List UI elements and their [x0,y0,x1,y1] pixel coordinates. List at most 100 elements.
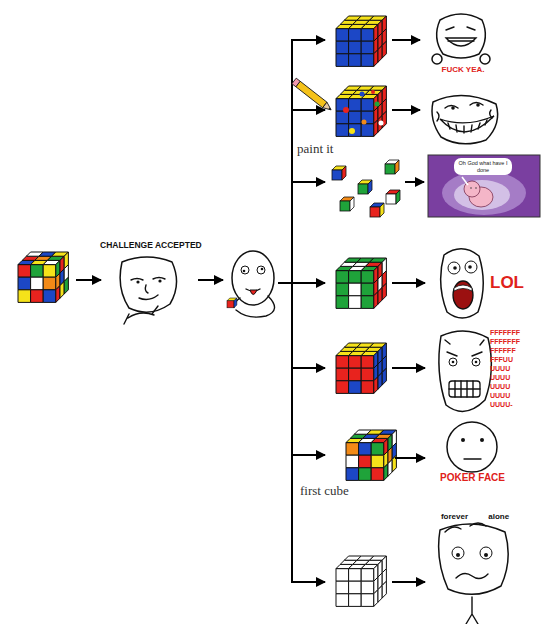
rage-text: FFFFFFF FFFFFFF FFFFFF FFFUU UUUU UUUU U… [490,328,520,409]
yea-face [437,14,486,58]
almost-solved-cube [336,356,374,394]
almost-solved-cube [361,368,374,381]
almost-solved-cube [382,368,386,385]
rage-face [472,358,480,366]
forever-alone-face [484,553,488,557]
exploded-pieces [370,203,384,217]
meme-caption: CHALLENGE ACCEPTED [100,240,198,250]
troll-face [437,110,492,121]
lol-cube [336,271,374,309]
troll-face [432,95,498,143]
poker-face [447,422,497,472]
lol-face [448,262,460,274]
derp-face [232,251,274,305]
flow-arrows [291,39,325,41]
challenge-accepted-face [158,279,161,282]
painted-cube [362,120,367,125]
painted-cube [296,81,327,107]
challenge-accepted-face [124,306,158,324]
painted-cube [371,90,375,94]
lol-cube [374,258,387,308]
flow-arrows [291,181,325,183]
derp-face [227,298,237,308]
flow-arrows [198,279,223,281]
blank-cube [374,556,387,606]
first-cube [346,468,359,481]
exploded-pieces [332,166,346,180]
poker-face [480,438,484,442]
first-cube [346,455,359,468]
flow-arrows [291,40,293,583]
rage-face [452,361,455,364]
painted-cube [343,107,349,113]
first-cube [371,443,384,456]
fetus-panel [470,188,477,189]
forever-alone-panel: forever alone [425,512,525,608]
lol-cube [374,292,378,309]
fetus-panel [428,155,540,217]
fetus-panel [454,180,510,210]
exploded-pieces [340,197,354,211]
scrambled-cube [31,290,44,303]
flow-arrows [291,109,325,111]
first-cube [359,443,372,456]
scrambled-cube [56,286,60,303]
yea-face [448,40,474,41]
troll-face [476,103,480,107]
painted-cube [336,86,386,136]
poker-face [461,438,465,442]
scrambled-cube [43,290,56,303]
challenge-accepted-face [120,257,176,312]
lol-face [465,261,477,273]
first-cube [346,443,359,456]
scrambled-cube [18,265,56,303]
challenge-accepted-face [120,257,176,324]
meme-caption: LOL [490,273,524,293]
almost-solved-cube [349,381,362,394]
flow-arrows [392,367,425,369]
lol-cube [361,283,374,296]
poker-face [447,422,497,472]
lol-face [453,266,457,270]
lol-cube [349,283,362,296]
fetus-panel [428,155,540,217]
yea-face [432,14,490,64]
fetus-panel [462,177,468,185]
derp-face [234,296,275,317]
lol-cube [349,271,362,284]
yea-face [432,54,442,64]
exploded-pieces [332,160,400,217]
lol-cube [336,271,349,284]
derp-face [227,251,275,317]
solved-cube [336,29,374,67]
meme-caption: FUCK YEA. [425,65,501,74]
fetus-panel-box: Oh God what have I done [428,155,540,217]
scrambled-cube [43,265,56,278]
first-cube [388,459,392,476]
troll-face [451,106,455,110]
first-cube-panel: first cube [296,428,395,500]
scrambled-cube [31,277,44,290]
painted-cube-panel: paint it [294,84,392,160]
yea-face [446,38,476,46]
almost-solved-cube [336,381,349,394]
rage-face [439,331,491,411]
forever-alone-face [439,523,509,624]
first-cube [371,455,384,468]
exploded-pieces [340,197,354,211]
fetus-panel [442,171,526,215]
rage-face [449,381,480,397]
exploded-pieces [385,160,399,174]
almost-solved-cube [374,377,378,394]
first-cube [371,468,384,481]
exploded-pieces [385,160,399,174]
scrambled-cube [56,252,69,302]
painted-cube [328,107,331,110]
derp-face [227,298,237,308]
rage-face [445,340,484,356]
scrambled-cube [60,281,64,298]
scrambled-cube [18,277,31,290]
